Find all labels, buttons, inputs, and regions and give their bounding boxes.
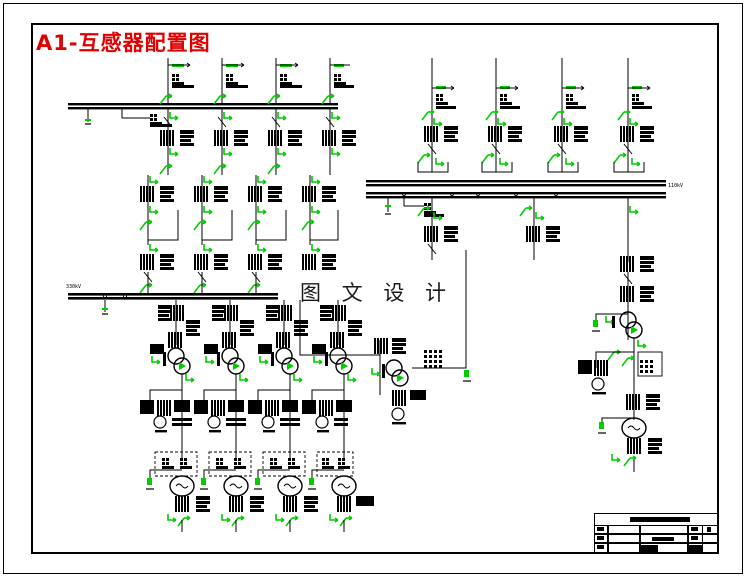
title-block-bar-main: [630, 517, 690, 522]
page-title: A1-互感器配置图: [36, 31, 211, 55]
title-block-bar-g: [707, 527, 711, 532]
title-block-bar-i: [688, 545, 703, 553]
label-bus-330kv: 330kV: [66, 284, 82, 290]
title-block-col-4: [688, 525, 703, 554]
right-vertical-chain: [578, 198, 663, 472]
bay-stub-left: [85, 109, 172, 127]
title-block-bar-h: [640, 545, 658, 553]
drawing-title-block: [594, 513, 718, 554]
bus-330kv: [68, 293, 278, 315]
title-block-col-2: [608, 525, 640, 554]
title-block-col-3: [640, 525, 688, 554]
title-block-bar-f: [691, 536, 698, 540]
ct-row-3: [139, 210, 339, 295]
title-block-bar-c: [597, 545, 604, 549]
bus-top-left: [68, 103, 338, 110]
center-lower-assembly: [371, 250, 471, 425]
bays-upper-left: [159, 58, 354, 105]
watermark-text: 图 文 设 计: [300, 281, 454, 305]
outer-border: [3, 3, 743, 574]
ct-row-2: [140, 175, 336, 245]
ct-row-1: [159, 109, 356, 175]
label-bus-110kv: 110kV: [668, 183, 684, 189]
title-block-bar-d: [652, 537, 674, 541]
feeders-below-110kv: [417, 198, 560, 260]
interconnect-center: [299, 300, 380, 356]
title-block-bar-e: [691, 527, 698, 531]
bus-110kv: [366, 180, 666, 217]
drawing-frame: [31, 23, 719, 554]
title-block-col-1: [594, 525, 608, 554]
bays-upper-right: [417, 58, 654, 173]
title-block-bar-b: [597, 536, 604, 540]
title-block-bar-a: [597, 527, 604, 531]
generator-bays-left: [140, 300, 374, 532]
